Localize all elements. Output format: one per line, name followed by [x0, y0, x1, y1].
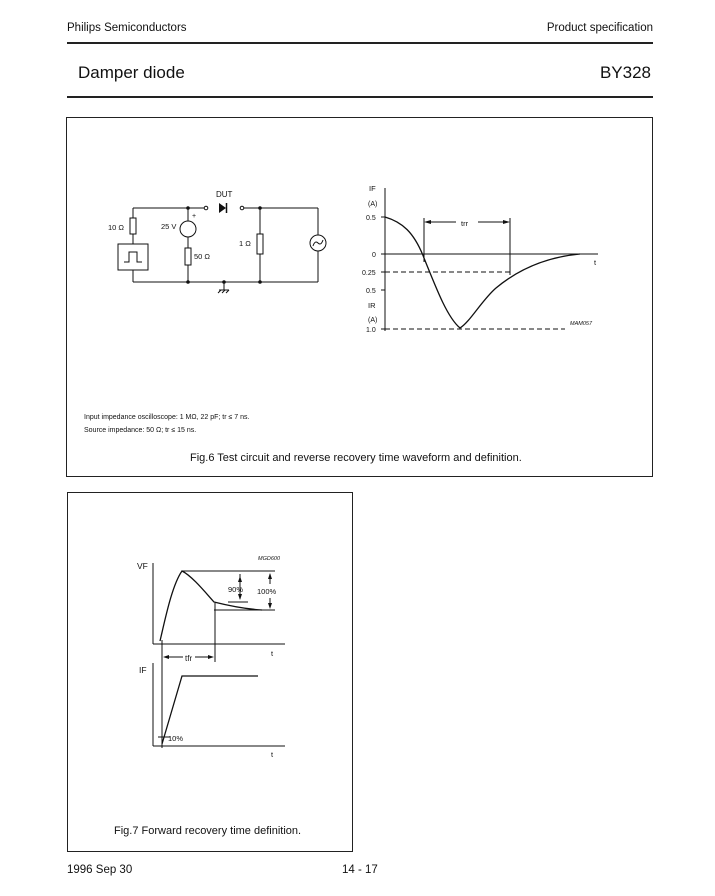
fig6-frame — [66, 117, 653, 477]
document-type: Product specification — [546, 22, 653, 34]
tick-0: 0 — [372, 252, 376, 259]
fig7-code: MGD600 — [258, 556, 281, 562]
t-label-bottom: t — [271, 750, 274, 759]
plus-sign: + — [192, 213, 196, 220]
vf-axis-label: VF — [137, 561, 148, 571]
ir-unit: (A) — [368, 317, 377, 324]
trr-label: trr — [461, 219, 469, 228]
tick-0.25: 0.25 — [362, 270, 376, 277]
if-axis-label: IF — [369, 184, 376, 193]
v-source-label: 25 V — [161, 222, 176, 231]
fig7-caption: Fig.7 Forward recovery time definition. — [114, 825, 302, 837]
r-source-label: 10 Ω — [108, 223, 124, 232]
tick-0.5-top: 0.5 — [366, 215, 376, 222]
page-title: Damper diode — [78, 63, 185, 82]
ir-axis-label: IR — [368, 301, 376, 310]
header-rule — [67, 42, 653, 44]
if-unit: (A) — [368, 201, 377, 208]
tick-1.0: 1.0 — [366, 327, 376, 334]
r-bias-label: 50 Ω — [194, 252, 210, 261]
pct100-label: 100% — [257, 587, 277, 596]
part-number: BY328 — [599, 63, 651, 82]
footer-date: 1996 Sep 30 — [67, 864, 133, 876]
pct10-label: 10% — [168, 734, 183, 743]
if-axis-label-fig7: IF — [139, 665, 147, 675]
footer-page: 14 - 17 — [342, 864, 378, 876]
tfr-label: tfr — [185, 654, 192, 663]
fig6-note-1: Input impedance oscilloscope: 1 MΩ, 22 p… — [84, 414, 250, 421]
t-label-top: t — [271, 649, 274, 658]
pct90-label: 90% — [228, 585, 243, 594]
fig7-frame — [67, 492, 353, 852]
fig6-note-2: Source impedance: 50 Ω; tr ≤ 15 ns. — [84, 427, 197, 434]
company-name: Philips Semiconductors — [67, 22, 187, 34]
fig6-caption: Fig.6 Test circuit and reverse recovery … — [190, 452, 522, 464]
r-load-label: 1 Ω — [239, 239, 251, 248]
time-axis-label: t — [594, 258, 597, 267]
dut-label: DUT — [216, 190, 233, 199]
title-rule — [67, 96, 653, 98]
tick-0.5-bottom: 0.5 — [366, 288, 376, 295]
fig6-code: MAM057 — [570, 321, 593, 327]
